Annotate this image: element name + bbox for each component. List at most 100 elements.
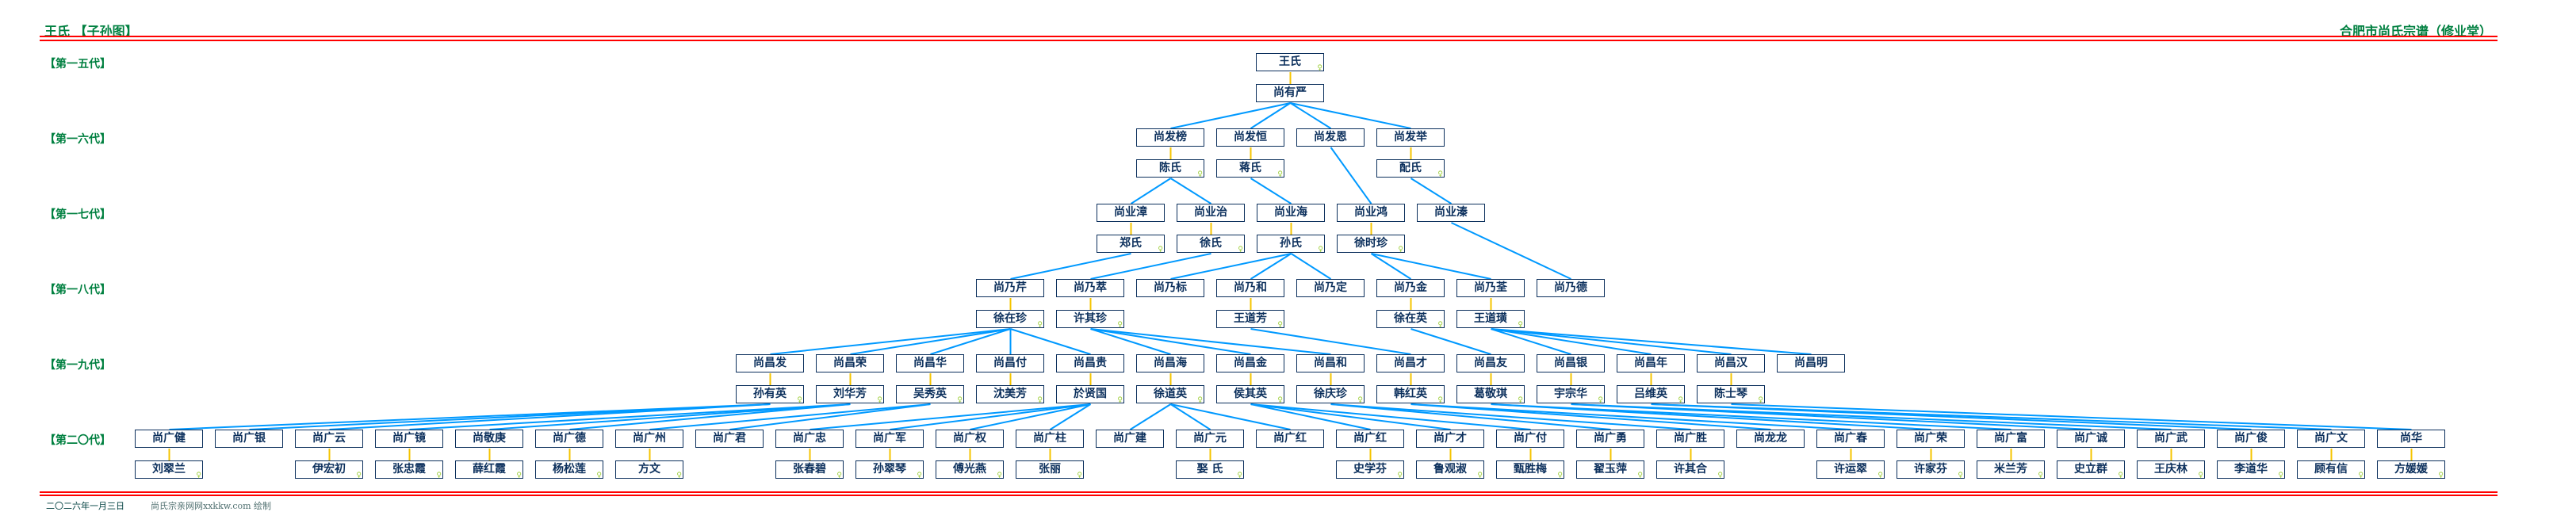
person-node[interactable]: 尚发举 bbox=[1376, 128, 1445, 147]
spouse-node[interactable]: 蒋氏♀ bbox=[1216, 159, 1284, 178]
person-node[interactable]: 尚广荣 bbox=[1897, 430, 1965, 448]
spouse-node[interactable]: 史学芬♀ bbox=[1336, 460, 1404, 479]
spouse-node[interactable]: 许家芬♀ bbox=[1897, 460, 1965, 479]
person-node[interactable]: 尚昌荣 bbox=[816, 354, 884, 372]
spouse-node[interactable]: 徐时珍♀ bbox=[1337, 235, 1405, 254]
person-node[interactable]: 尚乃和 bbox=[1216, 279, 1284, 297]
spouse-node[interactable]: 翟玉萍♀ bbox=[1576, 460, 1644, 479]
person-node[interactable]: 尚乃德 bbox=[1537, 279, 1605, 297]
person-node[interactable]: 尚广君 bbox=[695, 430, 764, 448]
spouse-node[interactable]: 李道华♀ bbox=[2217, 460, 2285, 479]
person-node[interactable]: 王氏♀ bbox=[1256, 53, 1324, 72]
person-node[interactable]: 尚昌友 bbox=[1456, 354, 1525, 372]
person-node[interactable]: 尚广银 bbox=[215, 430, 283, 448]
spouse-node[interactable]: 方文♀ bbox=[615, 460, 683, 479]
person-node[interactable]: 尚广俊 bbox=[2217, 430, 2285, 448]
person-node[interactable]: 尚昌贵 bbox=[1056, 354, 1124, 372]
person-node[interactable]: 尚昌银 bbox=[1537, 354, 1605, 372]
person-node[interactable]: 尚广才 bbox=[1416, 430, 1484, 448]
person-node[interactable]: 尚龙龙 bbox=[1736, 430, 1805, 448]
person-node[interactable]: 尚业海 bbox=[1257, 204, 1325, 222]
person-node[interactable]: 尚广春 bbox=[1816, 430, 1885, 448]
person-node[interactable]: 尚昌才 bbox=[1376, 354, 1445, 372]
person-node[interactable]: 尚发恩 bbox=[1296, 128, 1365, 147]
person-node[interactable]: 尚广德 bbox=[535, 430, 603, 448]
person-node[interactable]: 尚广建 bbox=[1096, 430, 1164, 448]
spouse-node[interactable]: 许其珍♀ bbox=[1056, 310, 1124, 329]
person-node[interactable]: 尚广勇 bbox=[1576, 430, 1644, 448]
spouse-node[interactable]: 伊宏初♀ bbox=[295, 460, 363, 479]
spouse-node[interactable]: 吴秀英♀ bbox=[896, 385, 964, 404]
spouse-node[interactable]: 张春碧♀ bbox=[775, 460, 844, 479]
person-node[interactable]: 尚广健 bbox=[135, 430, 203, 448]
person-node[interactable]: 尚敬庚 bbox=[455, 430, 523, 448]
spouse-node[interactable]: 孙有英♀ bbox=[736, 385, 804, 404]
person-node[interactable]: 尚昌发 bbox=[736, 354, 804, 372]
spouse-node[interactable]: 许其合♀ bbox=[1656, 460, 1724, 479]
spouse-node[interactable]: 米兰芳♀ bbox=[1977, 460, 2045, 479]
person-node[interactable]: 尚发榜 bbox=[1136, 128, 1204, 147]
spouse-node[interactable]: 史立群♀ bbox=[2057, 460, 2125, 479]
spouse-node[interactable]: 孙氏♀ bbox=[1257, 235, 1325, 254]
spouse-node[interactable]: 徐在珍♀ bbox=[976, 310, 1044, 329]
person-node[interactable]: 尚乃金 bbox=[1376, 279, 1445, 297]
spouse-node[interactable]: 配氏♀ bbox=[1376, 159, 1445, 178]
person-node[interactable]: 尚广文 bbox=[2297, 430, 2365, 448]
person-node[interactable]: 尚昌付 bbox=[976, 354, 1044, 372]
spouse-node[interactable]: 许运翠♀ bbox=[1816, 460, 1885, 479]
spouse-node[interactable]: 陈氏♀ bbox=[1136, 159, 1204, 178]
spouse-node[interactable]: 娶 氏♀ bbox=[1176, 460, 1244, 479]
spouse-node[interactable]: 孙翠琴♀ bbox=[855, 460, 924, 479]
person-node[interactable]: 尚广胜 bbox=[1656, 430, 1724, 448]
person-node[interactable]: 尚广云 bbox=[295, 430, 363, 448]
spouse-node[interactable]: 於贤国♀ bbox=[1056, 385, 1124, 404]
spouse-node[interactable]: 郑氏♀ bbox=[1097, 235, 1165, 254]
spouse-node[interactable]: 杨松莲♀ bbox=[535, 460, 603, 479]
spouse-node[interactable]: 葛敬琪♀ bbox=[1456, 385, 1525, 404]
person-node[interactable]: 尚广付 bbox=[1496, 430, 1564, 448]
spouse-node[interactable]: 宇宗华♀ bbox=[1537, 385, 1605, 404]
person-node[interactable]: 尚广忠 bbox=[775, 430, 844, 448]
person-node[interactable]: 尚乃标 bbox=[1136, 279, 1204, 297]
person-node[interactable]: 尚广富 bbox=[1977, 430, 2045, 448]
person-node[interactable]: 尚广军 bbox=[855, 430, 924, 448]
person-node[interactable]: 尚广元 bbox=[1176, 430, 1244, 448]
person-node[interactable]: 尚业溱 bbox=[1417, 204, 1485, 222]
spouse-node[interactable]: 徐庆珍♀ bbox=[1296, 385, 1365, 404]
person-node[interactable]: 尚业鸿 bbox=[1337, 204, 1405, 222]
spouse-node[interactable]: 顾有信♀ bbox=[2297, 460, 2365, 479]
person-node[interactable]: 尚乃芹 bbox=[976, 279, 1044, 297]
spouse-node[interactable]: 尚有严 bbox=[1256, 84, 1324, 102]
person-node[interactable]: 尚昌年 bbox=[1617, 354, 1685, 372]
person-node[interactable]: 尚昌海 bbox=[1136, 354, 1204, 372]
spouse-node[interactable]: 薛红霞♀ bbox=[455, 460, 523, 479]
person-node[interactable]: 尚华 bbox=[2377, 430, 2445, 448]
person-node[interactable]: 尚昌华 bbox=[896, 354, 964, 372]
person-node[interactable]: 尚乃荃 bbox=[1456, 279, 1525, 297]
spouse-node[interactable]: 方媛媛♀ bbox=[2377, 460, 2445, 479]
spouse-node[interactable]: 侯其英♀ bbox=[1216, 385, 1284, 404]
person-node[interactable]: 尚广州 bbox=[615, 430, 683, 448]
spouse-node[interactable]: 陈士琴♀ bbox=[1697, 385, 1765, 404]
person-node[interactable]: 尚乃萃 bbox=[1056, 279, 1124, 297]
person-node[interactable]: 尚广柱 bbox=[1016, 430, 1084, 448]
spouse-node[interactable]: 徐在英♀ bbox=[1376, 310, 1445, 329]
person-node[interactable]: 尚广红 bbox=[1256, 430, 1324, 448]
spouse-node[interactable]: 傅光燕♀ bbox=[936, 460, 1004, 479]
spouse-node[interactable]: 王道芳♀ bbox=[1216, 310, 1284, 329]
spouse-node[interactable]: 王道璜♀ bbox=[1456, 310, 1525, 329]
person-node[interactable]: 尚广权 bbox=[936, 430, 1004, 448]
spouse-node[interactable]: 甄胜梅♀ bbox=[1496, 460, 1564, 479]
person-node[interactable]: 尚昌金 bbox=[1216, 354, 1284, 372]
spouse-node[interactable]: 刘华芳♀ bbox=[816, 385, 884, 404]
spouse-node[interactable]: 刘翠兰♀ bbox=[135, 460, 203, 479]
person-node[interactable]: 尚业治 bbox=[1177, 204, 1245, 222]
spouse-node[interactable]: 吕维英♀ bbox=[1617, 385, 1685, 404]
spouse-node[interactable]: 沈美芳♀ bbox=[976, 385, 1044, 404]
spouse-node[interactable]: 王庆林♀ bbox=[2137, 460, 2205, 479]
spouse-node[interactable]: 徐氏♀ bbox=[1177, 235, 1245, 254]
spouse-node[interactable]: 徐道英♀ bbox=[1136, 385, 1204, 404]
person-node[interactable]: 尚广诚 bbox=[2057, 430, 2125, 448]
person-node[interactable]: 尚昌和 bbox=[1296, 354, 1365, 372]
person-node[interactable]: 尚业漳 bbox=[1097, 204, 1165, 222]
